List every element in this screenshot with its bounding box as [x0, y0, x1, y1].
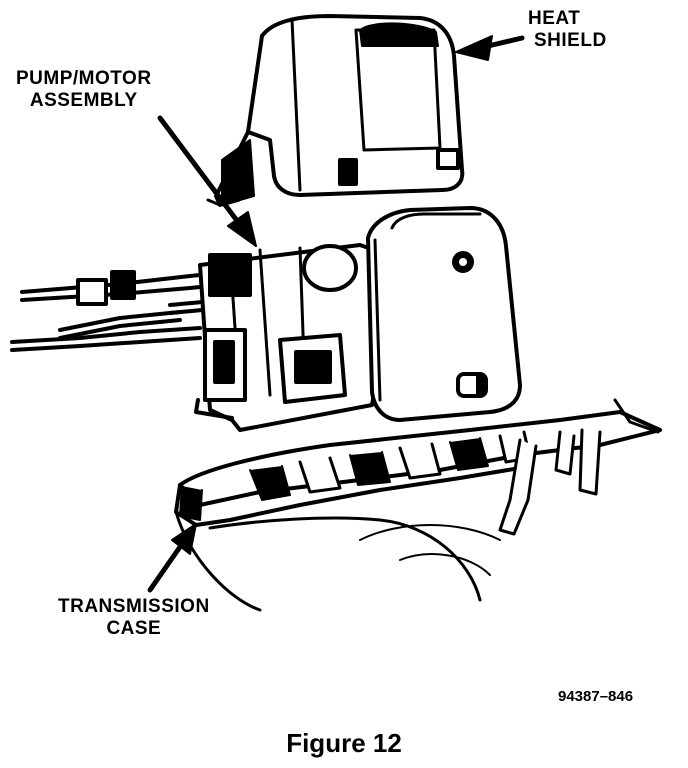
pump-motor-label-line2: ASSEMBLY: [29, 90, 138, 111]
mounting-bracket-drawing: [366, 206, 522, 422]
transmission-case-label: TRANSMISSION CASE: [58, 596, 210, 640]
transmission-label-line2: CASE: [106, 618, 162, 639]
leader-arrows: [147, 35, 525, 593]
pump-motor-label-line1: PUMP/MOTOR: [16, 68, 152, 89]
heat-shield-label-line1: HEAT: [528, 8, 581, 29]
pump-motor-assembly-label: PUMP/MOTOR ASSEMBLY: [16, 68, 152, 112]
pump-motor-assembly-drawing: [194, 243, 387, 432]
figure-caption: Figure 12: [286, 728, 402, 758]
transmission-leader-line: [147, 541, 185, 593]
heat-shield-drawing: [206, 14, 465, 207]
transmission-case-drawing: [174, 398, 662, 612]
heat-shield-label: HEAT SHIELD: [528, 8, 607, 52]
drawing-code: 94387–846: [558, 688, 634, 705]
heat-shield-label-line2: SHIELD: [534, 30, 607, 51]
transmission-label-line1: TRANSMISSION: [58, 596, 210, 617]
pump-leader-line: [157, 115, 241, 225]
